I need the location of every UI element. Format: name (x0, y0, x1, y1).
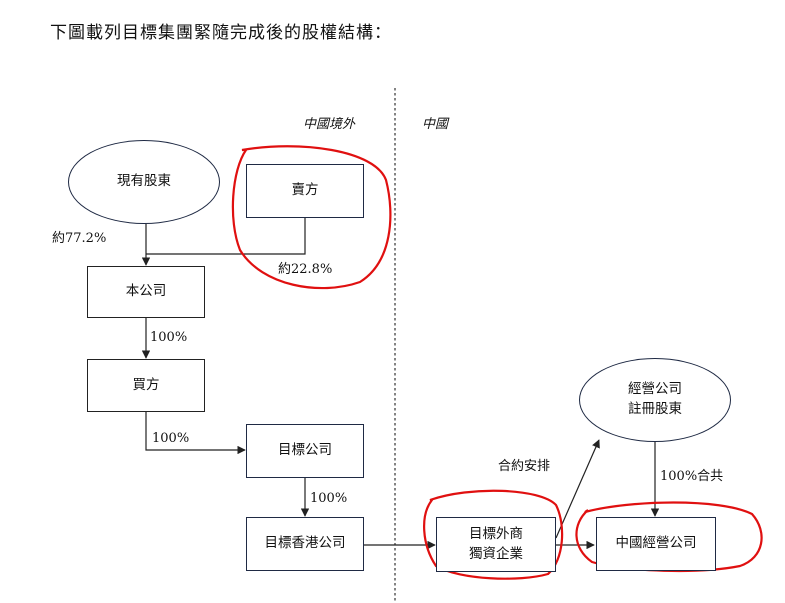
label-purchaser-target-pct: 100% (152, 431, 190, 446)
region-label-prc: 中國 (422, 117, 449, 132)
node-seller: 賣方 (246, 164, 364, 218)
node-company: 本公司 (87, 266, 205, 318)
node-registered-shareholders: 經營公司 註冊股東 (579, 358, 731, 442)
node-target-wfoe-line1: 目標外商 (469, 525, 523, 542)
connector-contractual-arrangement (555, 439, 600, 539)
label-registered-pct: 100%合共 (660, 469, 724, 484)
label-company-purchaser-pct: 100% (150, 330, 188, 345)
node-registered-line2: 註冊股東 (628, 401, 682, 417)
node-purchaser: 買方 (87, 359, 205, 412)
label-existing-pct: 約77.2% (52, 231, 107, 246)
node-target-wfoe: 目標外商 獨資企業 (436, 517, 556, 572)
region-label-offshore: 中國境外 (303, 117, 356, 132)
annotation-circle-opco (575, 501, 763, 573)
node-target-hk: 目標香港公司 (246, 517, 364, 571)
connector-seller-to-company (146, 218, 306, 255)
annotation-circle-seller (231, 145, 392, 290)
diagram-caption: 下圖載列目標集團緊隨完成後的股權結構： (50, 23, 392, 43)
annotation-circle-wfoe (423, 489, 564, 580)
label-contractual-arrangement: 合約安排 (498, 459, 551, 474)
node-registered-line1: 經營公司 (628, 381, 682, 398)
connector-purchaser-to-target (145, 412, 246, 455)
node-target-company: 目標公司 (246, 424, 364, 478)
node-existing-shareholders: 現有股東 (68, 140, 220, 224)
label-target-hk-pct: 100% (310, 491, 348, 506)
node-prc-opco: 中國經營公司 (596, 517, 716, 571)
node-target-wfoe-line2: 獨資企業 (469, 545, 523, 562)
label-seller-pct: 約22.8% (278, 262, 333, 277)
